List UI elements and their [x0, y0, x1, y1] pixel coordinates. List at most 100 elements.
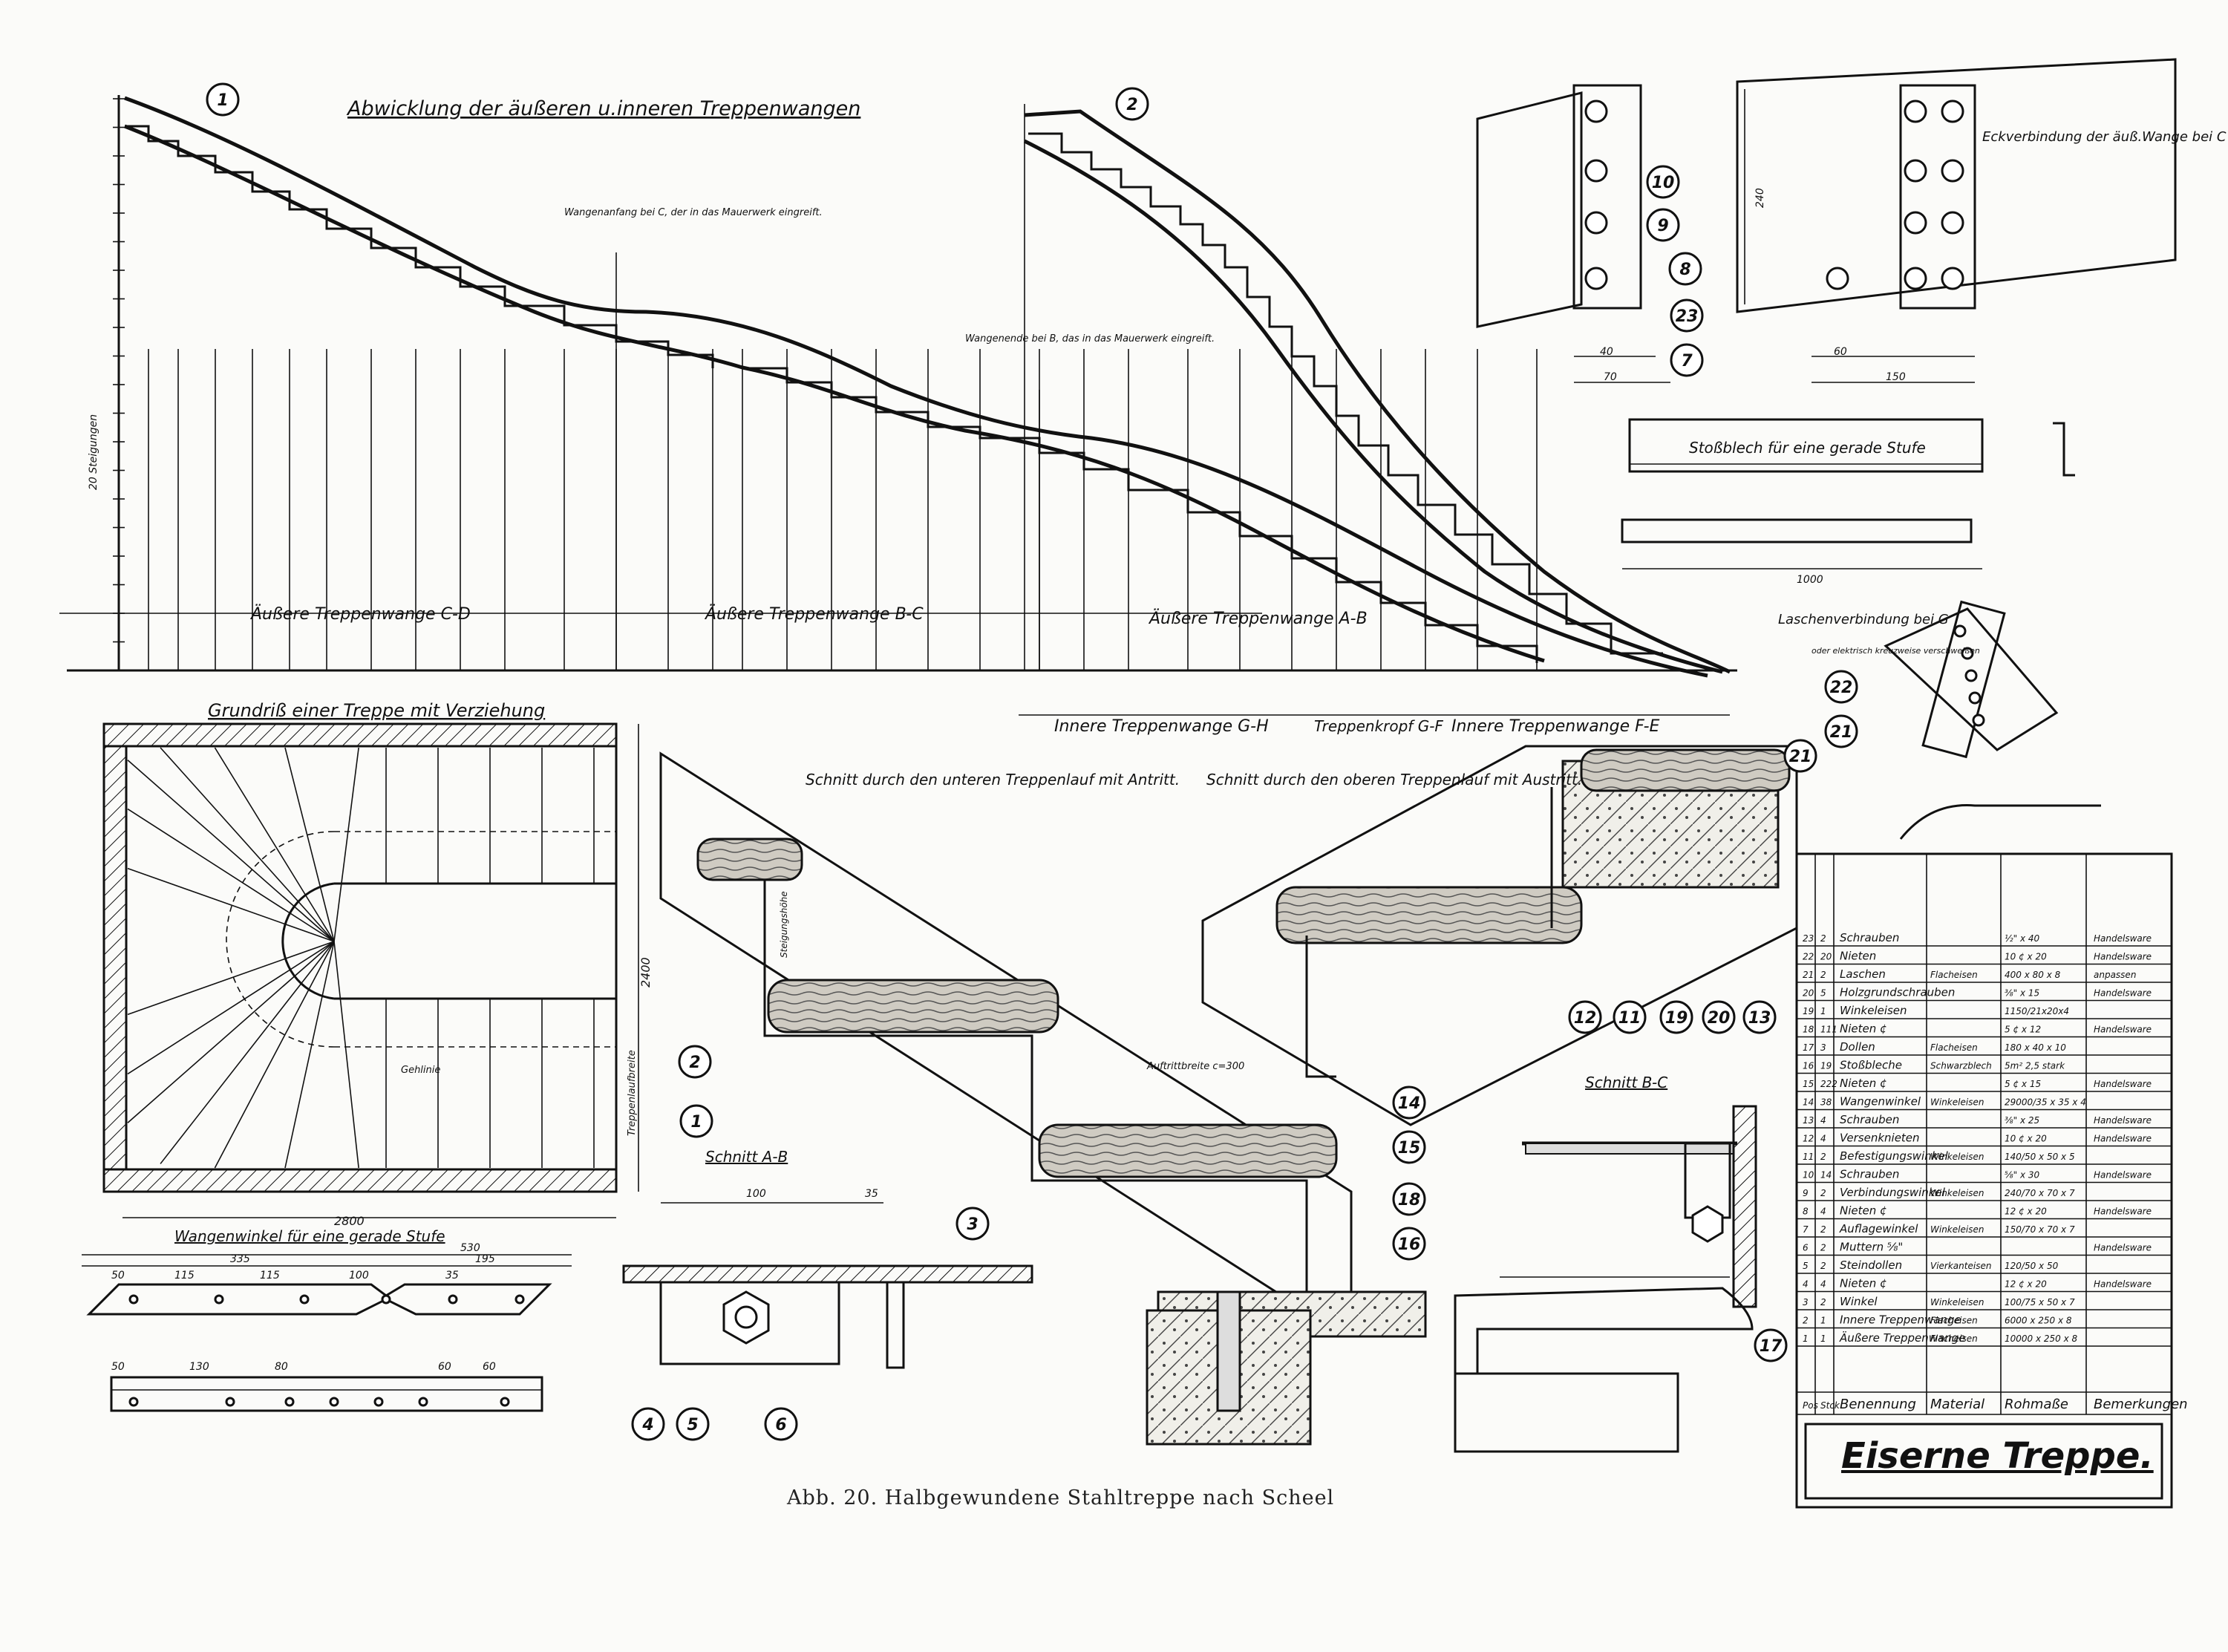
table-cell: Schwarzblech — [1930, 1061, 1992, 1071]
table-cell: Winkeleisen — [1840, 1004, 1907, 1017]
hole — [284, 1397, 295, 1407]
table-cell: 1 — [1820, 1333, 1826, 1344]
table-cell: 2 — [1820, 970, 1826, 980]
hole — [500, 1397, 510, 1407]
table-cell: Nieten ¢ — [1840, 1022, 1887, 1036]
table-cell: Handelsware — [2094, 988, 2152, 999]
table-cell: 23 — [1803, 933, 1814, 944]
stringer-start-note: Wangenanfang bei C, der in das Mauerwerk… — [564, 207, 823, 218]
svg-text:21: 21 — [1830, 723, 1853, 742]
svg-text:7: 7 — [1681, 352, 1693, 370]
label-inner-fe: Innere Treppenwange F-E — [1451, 717, 1660, 736]
dim-150: 150 — [1886, 371, 1906, 383]
table-cell: 140/50 x 50 x 5 — [2005, 1152, 2075, 1162]
svg-text:5: 5 — [687, 1416, 698, 1434]
step-line — [160, 941, 335, 1164]
table-cell: 12 ¢ x 20 — [2005, 1207, 2047, 1217]
inner-stringer-lower-edge — [1023, 139, 1723, 674]
dim-label: 50 — [111, 1270, 125, 1282]
rises-label: 20 Steigungen — [88, 414, 99, 490]
table-cell: 180 x 40 x 10 — [2005, 1042, 2066, 1053]
table-cell: ⅜" x 15 — [2005, 988, 2039, 999]
table-cell: 29000/35 x 35 x 4 — [2005, 1097, 2086, 1108]
table-cell: Handelsware — [2094, 1207, 2152, 1217]
hole — [225, 1397, 235, 1407]
svg-text:16: 16 — [1398, 1235, 1421, 1254]
svg-text:13: 13 — [1748, 1009, 1771, 1028]
callout-22: 22 — [1824, 670, 1858, 704]
svg-text:14: 14 — [1398, 1094, 1421, 1113]
label-knee-gf: Treppenkropf G-F — [1314, 717, 1443, 735]
callout-11: 11 — [1613, 1000, 1647, 1034]
table-cell: 13 — [1803, 1115, 1814, 1126]
table-cell: 222 — [1820, 1079, 1837, 1089]
callout-20: 20 — [1702, 1000, 1736, 1034]
dim-label: 100 — [349, 1270, 369, 1282]
table-cell: 400 x 80 x 8 — [2005, 970, 2061, 980]
table-cell: Handelsware — [2094, 1279, 2152, 1290]
table-cell: 2 — [1820, 1261, 1826, 1271]
callout-5: 5 — [676, 1407, 710, 1441]
svg-text:3: 3 — [967, 1215, 978, 1234]
hole — [214, 1294, 224, 1305]
dim-label: 60 — [438, 1361, 451, 1373]
callout-10: 10 — [1646, 165, 1680, 199]
svg-text:21: 21 — [1789, 748, 1812, 766]
stair-width-label: Treppenlaufbreite — [627, 1050, 638, 1136]
flange-note: oder elektrisch kreuzweise verschweißen — [1812, 646, 1980, 656]
table-cell: Handelsware — [2094, 952, 2152, 962]
dim-label: 130 — [189, 1361, 209, 1373]
callout-9: 9 — [1646, 208, 1680, 242]
section-ab-heading: Schnitt A-B — [705, 1148, 788, 1166]
table-cell: 16 — [1803, 1061, 1814, 1071]
lower-section-heading: Schnitt durch den unteren Treppenlauf mi… — [806, 771, 1180, 789]
table-header: Material — [1930, 1397, 1984, 1412]
table-cell: Schrauben — [1840, 1113, 1899, 1126]
table-cell: Laschen — [1840, 967, 1886, 981]
table-cell: Auflagewinkel — [1839, 1222, 1918, 1235]
callout-6: 6 — [764, 1407, 798, 1441]
inner-steps — [1028, 132, 1663, 655]
dim-240: 240 — [1754, 188, 1766, 208]
table-cell: Flacheisen — [1930, 1316, 1978, 1326]
rise-height-note: Steigungshöhe — [779, 891, 789, 958]
callout-16: 16 — [1392, 1227, 1426, 1261]
table-cell: 2 — [1820, 1224, 1826, 1235]
table-cell: 21 — [1803, 970, 1814, 980]
inner-stringer-curve — [124, 124, 1545, 663]
table-cell: Vierkanteisen — [1930, 1261, 1991, 1271]
dim-label: 50 — [111, 1361, 125, 1373]
svg-text:23: 23 — [1676, 307, 1699, 326]
table-cell: 4 — [1820, 1207, 1826, 1217]
table-cell: 4 — [1820, 1279, 1826, 1290]
callout-21: 21 — [1824, 714, 1858, 748]
table-cell: 10 ¢ x 20 — [2005, 1134, 2047, 1144]
table-cell: 17 — [1803, 1042, 1814, 1053]
table-cell: 4 — [1820, 1134, 1826, 1144]
callout-3: 3 — [955, 1207, 990, 1241]
hole — [514, 1294, 525, 1305]
table-cell: 111 — [1820, 1025, 1837, 1035]
table-cell: 9 — [1803, 1188, 1809, 1198]
table-cell: Winkeleisen — [1930, 1224, 1984, 1235]
dim-label: 115 — [260, 1270, 280, 1282]
table-header: Pos — [1803, 1400, 1818, 1411]
callout-7: 7 — [1670, 343, 1704, 377]
table-cell: 20 — [1820, 952, 1832, 962]
table-cell: 2 — [1820, 1152, 1826, 1162]
callout-15: 15 — [1392, 1130, 1426, 1164]
drawing-title: Eiserne Treppe. — [1841, 1435, 2154, 1477]
dim-ab-100: 100 — [746, 1188, 766, 1200]
table-cell: 6 — [1803, 1243, 1809, 1253]
table-cell: Handelsware — [2094, 1025, 2152, 1035]
callout-13: 13 — [1742, 1000, 1777, 1034]
step-line — [333, 747, 359, 942]
table-cell: Nieten ¢ — [1840, 1277, 1887, 1290]
table-cell: 14 — [1803, 1097, 1814, 1108]
table-cell: Flacheisen — [1930, 1333, 1978, 1344]
table-header: Bemerkungen — [2094, 1397, 2188, 1412]
callout-19: 19 — [1659, 1000, 1693, 1034]
